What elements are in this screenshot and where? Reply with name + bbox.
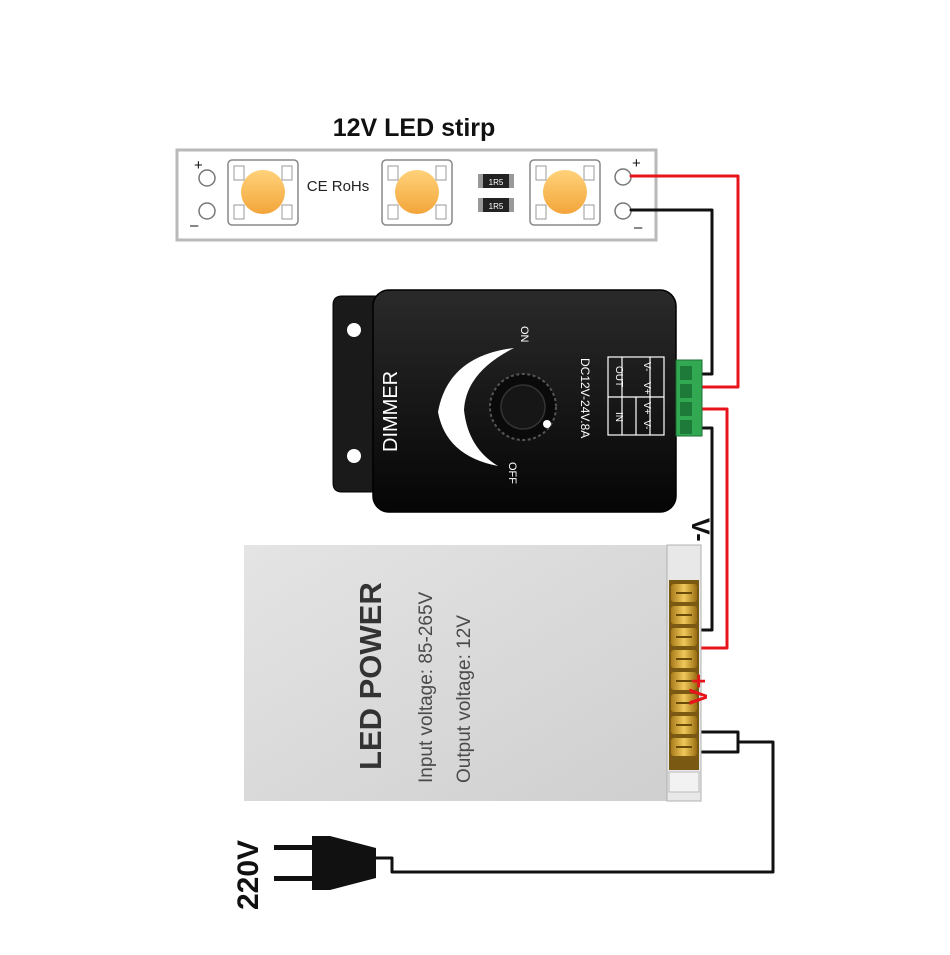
dimmer-knob[interactable] (489, 373, 557, 441)
wire-input-positive (695, 407, 729, 650)
power-supply: LED POWER Input voltage: 85-265V Output … (244, 544, 702, 802)
wire-ac-1 (695, 730, 740, 754)
dimmer-rating: DC12V-24V.8A (578, 358, 592, 438)
strip-cert-mark: CE RoHs (307, 178, 370, 195)
wire-input-negative (695, 426, 714, 632)
psu-body (244, 545, 668, 801)
dimmer-out-label: OUT (613, 366, 624, 387)
v-minus-label: V- (686, 518, 714, 542)
psu-screw-4 (671, 650, 697, 668)
dimmer-flange (332, 295, 379, 493)
resistor-1-code: 1R5 (489, 178, 504, 187)
strip-left-pad-plus (198, 169, 216, 187)
strip-title: 12V LED stirp (333, 114, 496, 142)
strip-led-1 (227, 159, 299, 226)
dimmer-dial-arc (438, 348, 514, 466)
wire-strip-negative (629, 208, 714, 376)
strip-right-minus-label: – (634, 219, 643, 236)
psu-screw-2 (671, 606, 697, 624)
wire-strip-positive (629, 174, 740, 389)
psu-screw-7 (671, 716, 697, 734)
psu-terminal-strip (669, 580, 699, 770)
mains-voltage-label: 220V (232, 840, 265, 910)
dimmer-off-label: OFF (506, 462, 518, 484)
psu-screw-5 (671, 672, 697, 690)
psu-terminal-base (668, 771, 700, 793)
led-strip: 12V LED stirp + – CE RoHs (175, 114, 658, 242)
strip-resistors: 1R5 1R5 (478, 174, 514, 212)
strip-right-pad-minus (614, 202, 632, 220)
psu-input-voltage: Input voltage: 85-265V (416, 591, 437, 783)
dimmer-mount-hole-top (347, 323, 361, 337)
psu-screw-1 (671, 584, 697, 602)
psu-screw-3 (671, 628, 697, 646)
wire-ac-2 (374, 740, 775, 874)
dimmer-in-label: IN (613, 412, 624, 422)
dimmer-terminal-1: V- (641, 362, 652, 371)
psu-screw-6 (671, 694, 697, 712)
dimmer-on-label: ON (518, 326, 530, 343)
strip-led-2 (381, 159, 453, 226)
strip-left-minus-label: – (190, 217, 199, 234)
strip-led-3 (529, 159, 601, 226)
dimmer-label: DIMMER (380, 371, 402, 452)
psu-title: LED POWER (353, 582, 388, 770)
dimmer-mount-hole-bottom (347, 449, 361, 463)
dimmer-unit: DIMMER ON OFF DC12V-24V.8A OUT IN V- V+ … (332, 289, 703, 513)
dimmer-terminal-block (675, 359, 703, 437)
strip-right-plus-label: + (632, 155, 641, 172)
dimmer-terminal-labels (607, 356, 665, 436)
dimmer-terminal-3: V+ (641, 402, 652, 415)
strip-right-pad-plus (614, 168, 632, 186)
strip-left-plus-label: + (194, 157, 203, 174)
dimmer-terminal-2: V+ (641, 382, 652, 395)
psu-screw-8 (671, 738, 697, 756)
plug-icon (274, 836, 376, 890)
dimmer-terminal-4: V- (641, 420, 652, 429)
wires (374, 174, 775, 874)
strip-left-pad-minus (198, 202, 216, 220)
v-plus-label: V+ (685, 674, 713, 705)
psu-output-voltage: Output voltage: 12V (454, 615, 475, 783)
resistor-2-code: 1R5 (489, 202, 504, 211)
